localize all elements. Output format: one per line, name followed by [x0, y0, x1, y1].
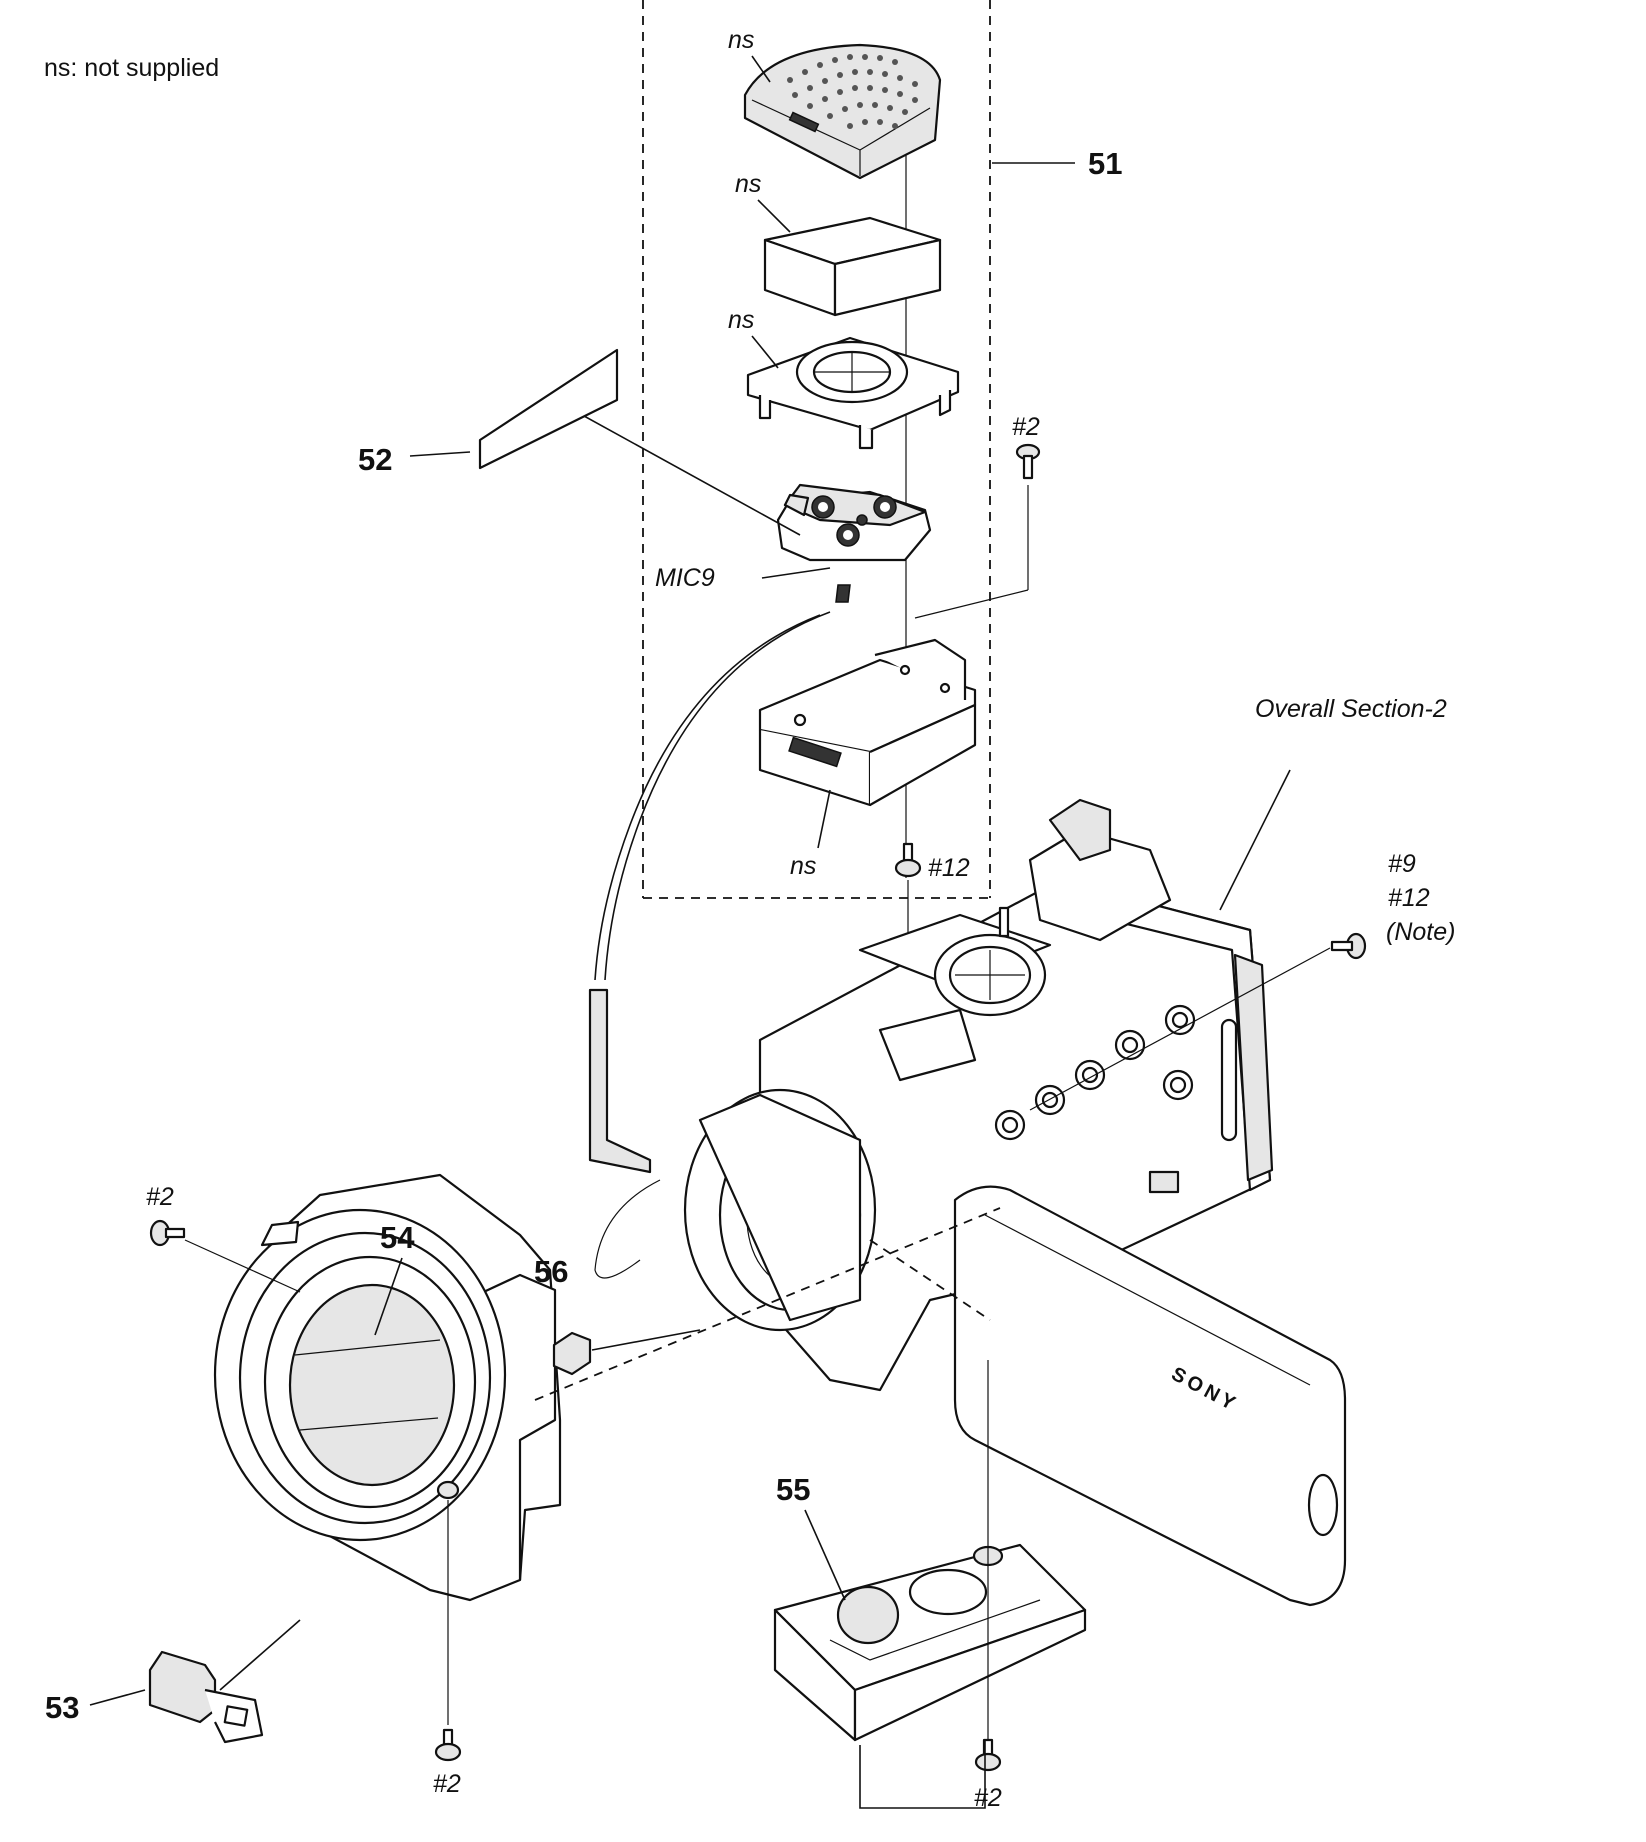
- flex-cable-route: [604, 611, 831, 981]
- screw-axis-side: [1029, 947, 1331, 1111]
- screw-2-bottom-left: [434, 1728, 462, 1762]
- screw-label-12-side: #12: [1388, 884, 1430, 912]
- leader-52: [409, 451, 471, 457]
- screw-2-bottom-right: [974, 1738, 1002, 1772]
- screw-label-2-bottom-left: #2: [433, 1770, 461, 1798]
- mic-label: MIC9: [655, 564, 715, 592]
- ns-label-bracket: ns: [790, 852, 816, 880]
- part-56-block: [552, 1331, 592, 1376]
- screw-label-9: #9: [1388, 850, 1416, 878]
- ns-label-foam: ns: [735, 170, 761, 198]
- ns-label-grille: ns: [728, 26, 754, 54]
- leader-52-to-mic: [554, 399, 801, 536]
- legend-note: ns: not supplied: [44, 54, 219, 82]
- leader-ns-grille: [751, 55, 771, 83]
- screw-label-2-left: #2: [146, 1183, 174, 1211]
- leader-53: [89, 1689, 146, 1706]
- ns-label-holder: ns: [728, 306, 754, 334]
- leader-55: [804, 1509, 846, 1601]
- callout-53: 53: [45, 1690, 79, 1725]
- screw-axis-2-left: [184, 1239, 301, 1293]
- leader-53-to-cover: [219, 1619, 301, 1691]
- leader-ns-foam: [757, 199, 791, 233]
- flex-cable-route-2: [594, 614, 821, 981]
- callout-55: 55: [776, 1472, 810, 1507]
- screw-2-left: [149, 1219, 186, 1247]
- callout-51: 51: [1088, 146, 1122, 181]
- microphone-unit: [776, 483, 932, 603]
- mic-bracket: [758, 638, 977, 807]
- screw-leader-2-upper: [914, 589, 1029, 619]
- button-53: [148, 1650, 264, 1744]
- flex-cable: [588, 988, 652, 1174]
- callout-52: 52: [358, 442, 392, 477]
- camcorder-body: [758, 798, 1274, 1392]
- screw-12-lower: [894, 842, 922, 878]
- leader-54: [374, 1257, 403, 1336]
- screw-2-upper: [1015, 443, 1041, 480]
- screw-label-2-upper: #2: [1012, 413, 1040, 441]
- leader-mic: [761, 567, 831, 579]
- screw-label-12: #12: [928, 854, 970, 882]
- leader-56: [591, 1329, 701, 1351]
- leader-ns-holder: [751, 335, 779, 369]
- screw-label-note: (Note): [1386, 918, 1455, 946]
- lcd-panel: SONY: [953, 1185, 1347, 1607]
- bottom-cover-55: [773, 1543, 1087, 1742]
- adhesive-sheet-52: [478, 348, 619, 470]
- leader-overall-section: [1219, 769, 1291, 911]
- mic-foam-block: [763, 216, 942, 317]
- mic-grille-cover: [743, 43, 942, 180]
- mic-holder: [746, 336, 960, 450]
- assembly-guide-cover: [534, 1207, 1001, 1401]
- leader-ns-bracket: [817, 789, 831, 849]
- lens-assembly: [594, 1088, 877, 1332]
- screw-9-12-side: [1330, 932, 1367, 960]
- front-lens-cover-54: [213, 1173, 562, 1602]
- callout-54: 54: [380, 1220, 415, 1255]
- callout-56: 56: [534, 1254, 568, 1289]
- overall-section-label: Overall Section-2: [1255, 695, 1447, 723]
- bracket-line-55: [859, 1740, 986, 1809]
